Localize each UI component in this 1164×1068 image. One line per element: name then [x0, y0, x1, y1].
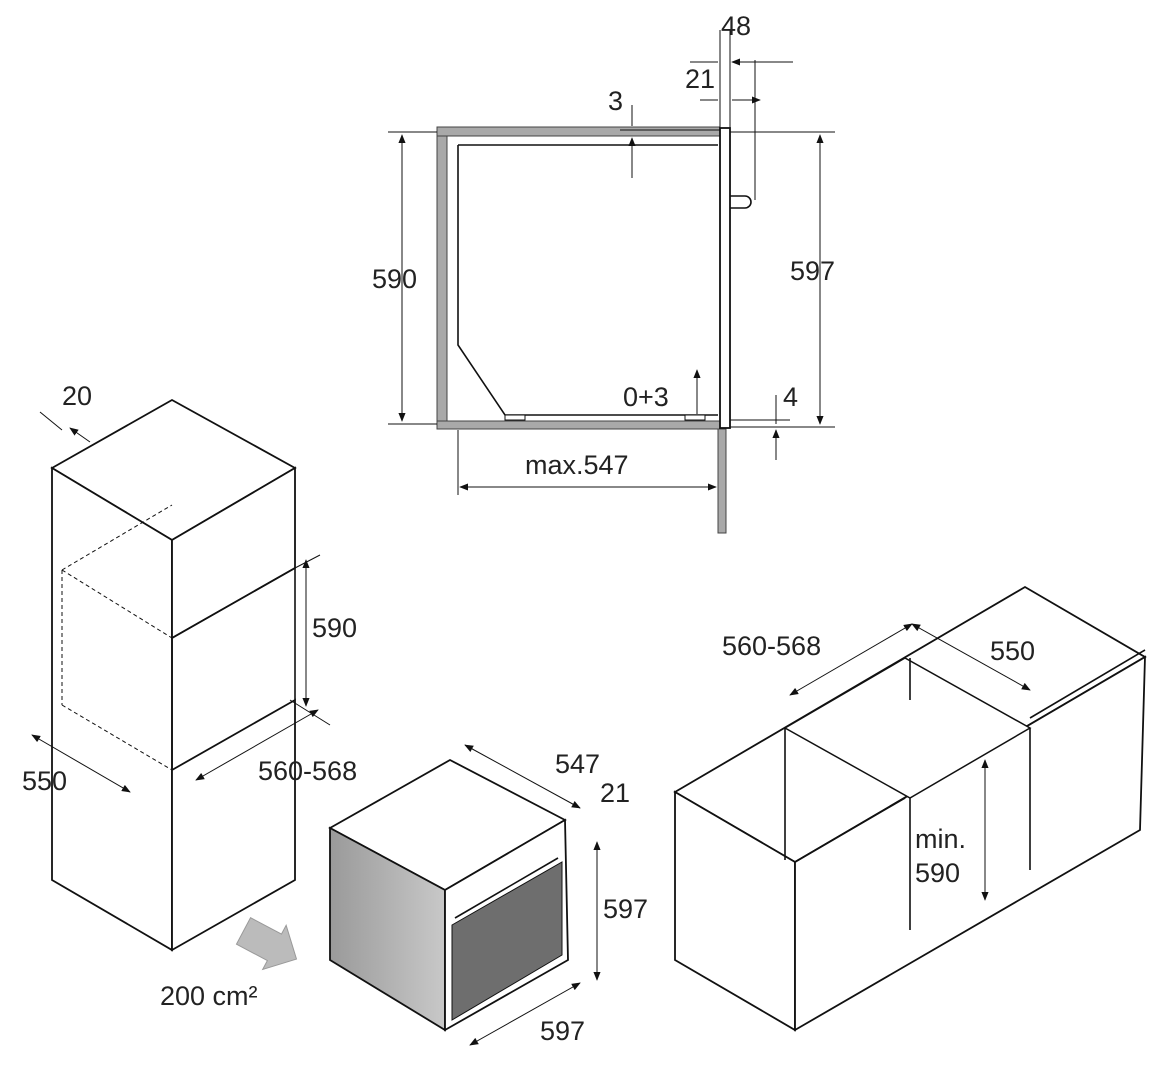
label-4: 4: [783, 382, 798, 412]
oven-front: [719, 127, 731, 429]
label-590-tall: 590: [312, 613, 357, 643]
dim-line-560-568-tall: [195, 709, 319, 781]
cabinet-bottom-panel: [436, 420, 721, 430]
label-560-568-tall: 560-568: [258, 756, 357, 786]
dim-line-550-base: [911, 623, 1031, 691]
label-ventilation: 200 cm²: [160, 981, 258, 1011]
label-597-width: 597: [540, 1016, 585, 1046]
oven-door-handle: [454, 857, 559, 919]
tall-cabinet: 20 590 550 560-568 200 cm²: [22, 381, 357, 1011]
label-550-base: 550: [990, 636, 1035, 666]
cabinet-top-panel: [436, 126, 721, 137]
dim-line-550-tall: [31, 734, 131, 793]
oven-body-outline: [457, 144, 718, 416]
section-view: 48 21 3 590 597 0+3 4 max.547: [372, 11, 835, 534]
oven: 547 21 597 597: [328, 744, 648, 1046]
oven-window: [451, 861, 563, 1021]
label-max547: max.547: [525, 450, 629, 480]
label-590: 590: [372, 264, 417, 294]
tall-cabinet-lower-front: [171, 698, 296, 952]
dim-line-560-568-base: [789, 623, 913, 696]
cabinet-left-wall: [436, 126, 448, 430]
label-597: 597: [790, 256, 835, 286]
label-20: 20: [62, 381, 92, 411]
label-0-3: 0+3: [623, 382, 669, 412]
cabinet-front-panel: [717, 428, 727, 534]
label-597-height: 597: [603, 894, 648, 924]
label-560-568-base: 560-568: [722, 631, 821, 661]
label-21-oven: 21: [600, 778, 630, 808]
ventilation-arrow-icon: [235, 916, 298, 971]
base-cabinet-front: [794, 655, 1146, 1032]
label-48: 48: [721, 11, 751, 41]
label-min: min.: [915, 824, 966, 854]
label-21: 21: [685, 64, 715, 94]
label-550-tall: 550: [22, 766, 67, 796]
label-547: 547: [555, 749, 600, 779]
oven-handle: [730, 195, 752, 209]
base-cabinet: 560-568 550 min. 590: [673, 585, 1147, 1032]
dim-line-547: [464, 744, 581, 809]
label-3: 3: [608, 86, 623, 116]
dim-line-597-width: [469, 982, 581, 1046]
label-590-base: 590: [915, 858, 960, 888]
